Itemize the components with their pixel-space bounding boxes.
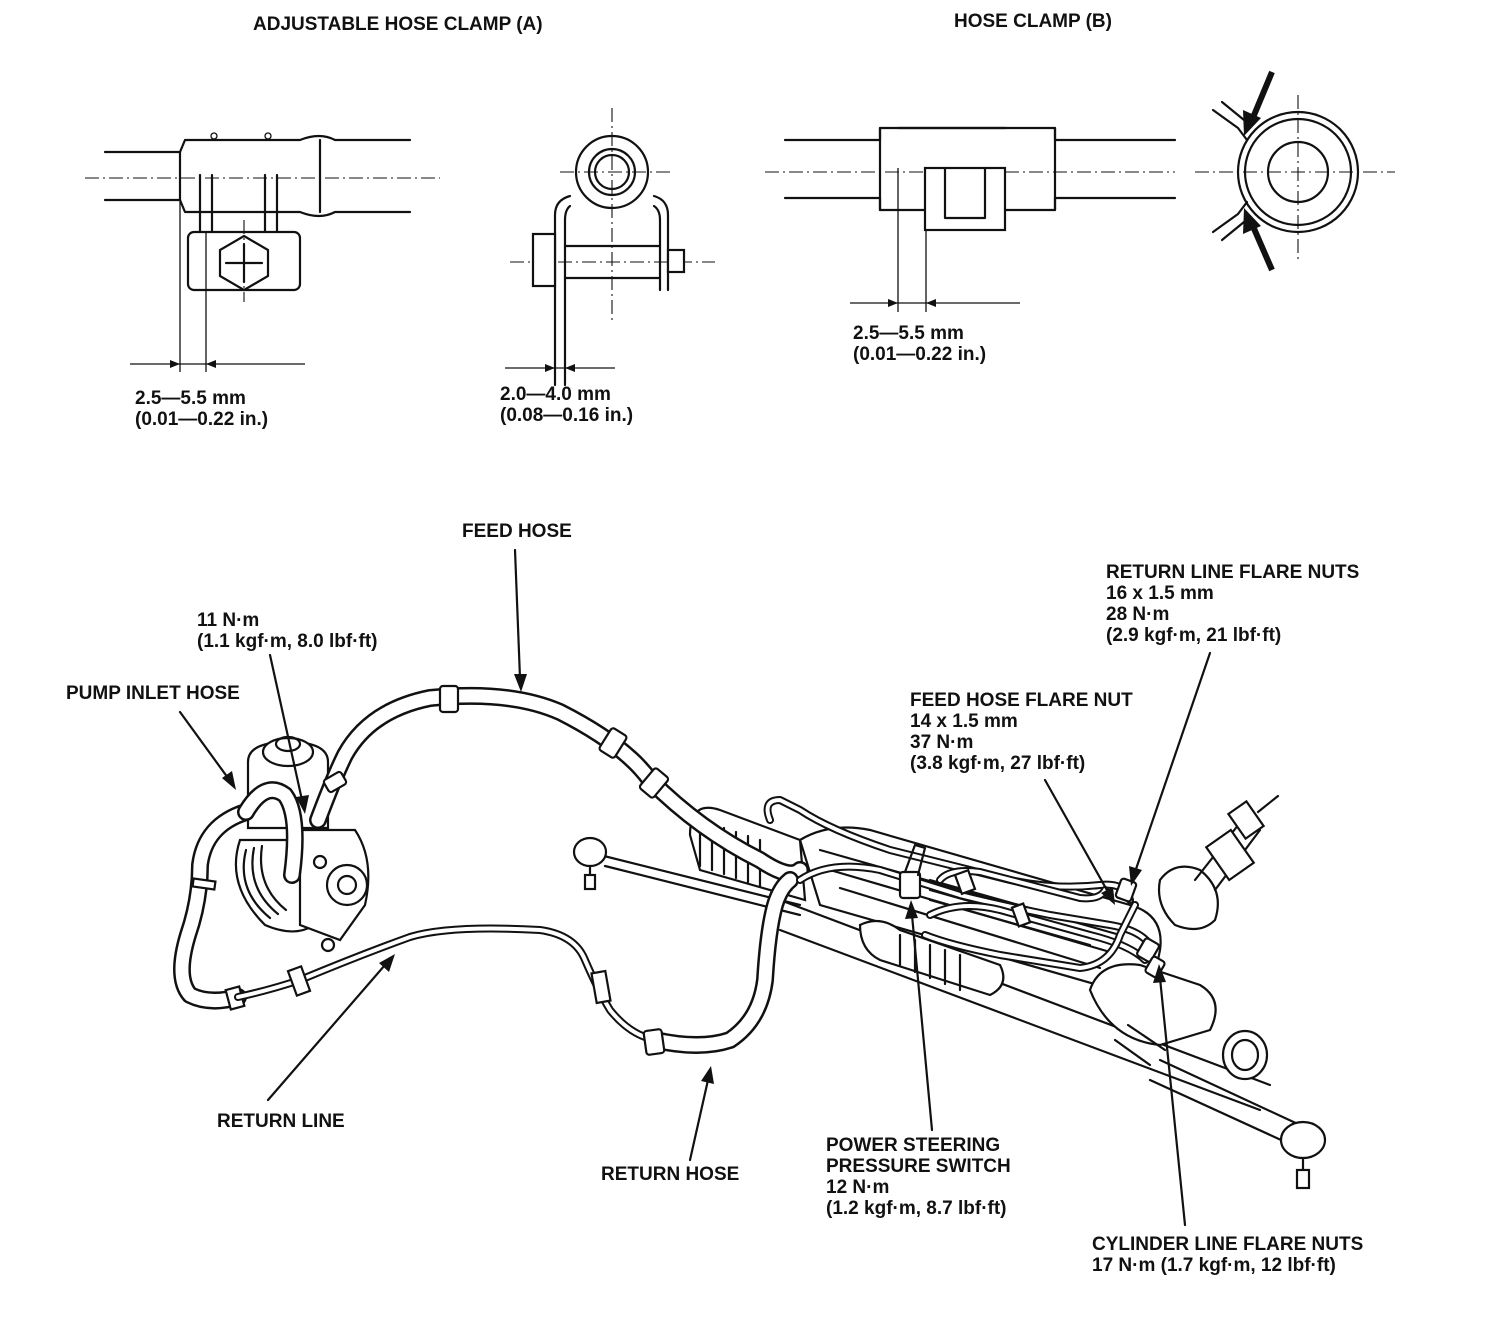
callout-return-line-flare-nuts: RETURN LINE FLARE NUTS 16 x 1.5 mm 28 N·… xyxy=(1106,562,1359,646)
clamp-b-spec-1: 2.5—5.5 mm (0.01—0.22 in.) xyxy=(853,323,986,365)
power-steering-assembly xyxy=(172,684,1327,1190)
callout-line: RETURN HOSE xyxy=(601,1164,740,1185)
callout-cylinder-line-flare-nuts: CYLINDER LINE FLARE NUTS 17 N·m (1.7 kgf… xyxy=(1092,1234,1363,1276)
callout-pump-inlet-hose: PUMP INLET HOSE xyxy=(66,683,240,704)
callout-line: (1.2 kgf·m, 8.7 lbf·ft) xyxy=(826,1198,1007,1219)
pressure-switch xyxy=(898,843,927,900)
clamp-a-end-view xyxy=(505,108,715,387)
callout-pressure-switch: POWER STEERING PRESSURE SWITCH 12 N·m (1… xyxy=(826,1135,1011,1219)
callout-line: FEED HOSE xyxy=(462,521,572,542)
callout-line: (1.1 kgf·m, 8.0 lbf·ft) xyxy=(197,631,378,652)
callout-return-hose: RETURN HOSE xyxy=(601,1164,739,1185)
tie-rod-right xyxy=(1148,1058,1327,1190)
callout-line: 12 N·m xyxy=(826,1177,890,1198)
spec-line: 2.0—4.0 mm xyxy=(500,384,611,405)
callout-line: RETURN LINE FLARE NUTS xyxy=(1106,562,1360,583)
callout-leaders xyxy=(178,548,1212,1227)
clamp-b-title-text: HOSE CLAMP (B) xyxy=(954,11,1112,32)
callout-return-line: RETURN LINE xyxy=(217,1111,345,1132)
callout-pump-bolt-torque: 11 N·m (1.1 kgf·m, 8.0 lbf·ft) xyxy=(197,610,378,652)
callout-line: RETURN LINE xyxy=(217,1111,345,1132)
spec-line: (0.01—0.22 in.) xyxy=(135,409,269,430)
callout-line: 17 N·m (1.7 kgf·m, 12 lbf·ft) xyxy=(1092,1255,1336,1276)
clamp-b-end-view xyxy=(1195,70,1395,272)
clamp-a-spec-1: 2.5—5.5 mm (0.01—0.22 in.) xyxy=(135,388,268,430)
spec-line: 2.5—5.5 mm xyxy=(853,323,964,344)
callout-line: (2.9 kgf·m, 21 lbf·ft) xyxy=(1106,625,1282,646)
callout-line: 37 N·m xyxy=(910,732,974,753)
tie-rod-left xyxy=(572,836,802,917)
clamp-a-spec-2: 2.0—4.0 mm (0.08—0.16 in.) xyxy=(500,384,633,426)
clamp-a-side-view xyxy=(85,132,440,372)
clamp-b-title: HOSE CLAMP (B) xyxy=(954,11,1112,32)
callout-line: CYLINDER LINE FLARE NUTS xyxy=(1092,1234,1364,1255)
callout-line: 16 x 1.5 mm xyxy=(1106,583,1214,604)
power-steering-pump xyxy=(234,735,370,953)
callout-line: POWER STEERING xyxy=(826,1135,1001,1156)
callout-line: FEED HOSE FLARE NUT xyxy=(910,690,1133,711)
callout-line: PUMP INLET HOSE xyxy=(66,683,240,704)
clamp-b-side-view xyxy=(765,126,1177,312)
spec-line: (0.08—0.16 in.) xyxy=(500,405,634,426)
clamp-a-title-text: ADJUSTABLE HOSE CLAMP (A) xyxy=(253,14,543,35)
callout-line: (3.8 kgf·m, 27 lbf·ft) xyxy=(910,753,1086,774)
spec-line: 2.5—5.5 mm xyxy=(135,388,246,409)
spec-line: (0.01—0.22 in.) xyxy=(853,344,987,365)
callout-feed-hose: FEED HOSE xyxy=(462,521,572,542)
callout-line: PRESSURE SWITCH xyxy=(826,1156,1011,1177)
callout-line: 11 N·m xyxy=(197,610,260,631)
clamp-a-title: ADJUSTABLE HOSE CLAMP (A) xyxy=(253,14,543,35)
callout-line: 28 N·m xyxy=(1106,604,1170,625)
callout-feed-hose-flare-nut: FEED HOSE FLARE NUT 14 x 1.5 mm 37 N·m (… xyxy=(910,690,1133,774)
callout-line: 14 x 1.5 mm xyxy=(910,711,1018,732)
